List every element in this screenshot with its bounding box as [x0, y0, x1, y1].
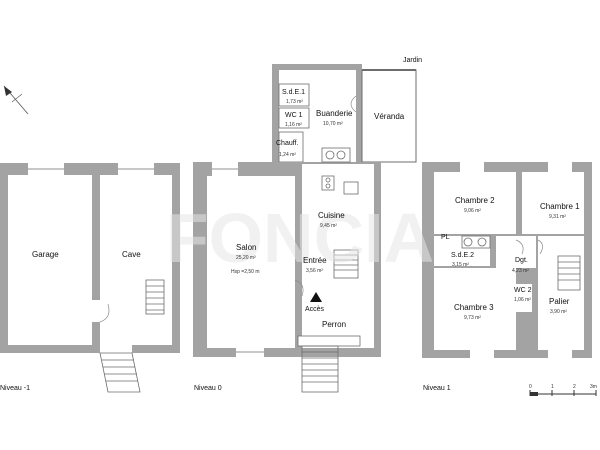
garden-label: Jardin [403, 57, 423, 64]
scale-tick-2: 2 [573, 384, 576, 390]
room-label-salon: Salon [236, 243, 257, 252]
level-1-plan [422, 162, 592, 358]
room-label-sde1: S.d.E.1 [282, 89, 305, 96]
room-label-buanderie: Buanderie [316, 109, 353, 118]
room-area-chambre2: 9,06 m² [464, 208, 481, 214]
room-label-cave: Cave [122, 250, 141, 259]
room-label-dgt: Dgt. [515, 257, 528, 264]
room-label-veranda: Véranda [374, 112, 405, 121]
room-area-cuisine: 9,45 m² [320, 223, 337, 229]
level-minus1-plan [0, 163, 180, 393]
room-area-wc1: 1,16 m² [285, 122, 302, 128]
level-label-minus1: Niveau -1 [0, 385, 30, 392]
room-label-chauff: Chauff. [276, 140, 299, 147]
room-area-chambre1: 9,31 m² [549, 214, 566, 220]
watermark: FONCIA [166, 199, 434, 277]
room-area-wc2: 1,06 m² [514, 297, 531, 303]
room-area-chambre3: 9,73 m² [464, 315, 481, 321]
room-label-perron: Perron [322, 320, 347, 329]
room-hsp-salon: Hsp =2,50 m [231, 269, 260, 275]
room-label-pl: PL [441, 234, 450, 241]
scale-tick-3: 3m [590, 384, 597, 390]
room-label-entree: Entrée [303, 256, 327, 265]
level-label-0: Niveau 0 [194, 385, 222, 392]
room-label-chambre2: Chambre 2 [455, 196, 495, 205]
room-area-sde1: 1,73 m² [286, 99, 303, 105]
acces-label: Accès [305, 306, 325, 313]
room-label-palier: Palier [549, 297, 570, 306]
room-label-cuisine: Cuisine [318, 211, 345, 220]
room-area-salon: 25,20 m² [236, 255, 256, 261]
room-label-sde2: S.d.E.2 [451, 252, 474, 259]
room-label-garage: Garage [32, 250, 59, 259]
room-label-wc1: WC 1 [285, 112, 303, 119]
room-area-entree: 3,56 m² [306, 268, 323, 274]
room-area-buanderie: 10,70 m² [323, 121, 343, 127]
compass-icon [3, 85, 29, 115]
room-area-dgt: 4,23 m² [512, 268, 529, 274]
level-label-1: Niveau 1 [423, 385, 451, 392]
room-area-chauff: 1,24 m² [279, 152, 296, 158]
room-label-wc2: WC 2 [514, 287, 532, 294]
level-0-plan [193, 64, 417, 393]
room-label-chambre3: Chambre 3 [454, 303, 494, 312]
scale-bar [529, 390, 597, 396]
room-area-sde2: 3,15 m² [452, 262, 469, 268]
room-area-palier: 3,90 m² [550, 309, 567, 315]
scale-tick-0: 0 [529, 384, 532, 390]
scale-tick-1: 1 [551, 384, 554, 390]
room-label-chambre1: Chambre 1 [540, 202, 580, 211]
